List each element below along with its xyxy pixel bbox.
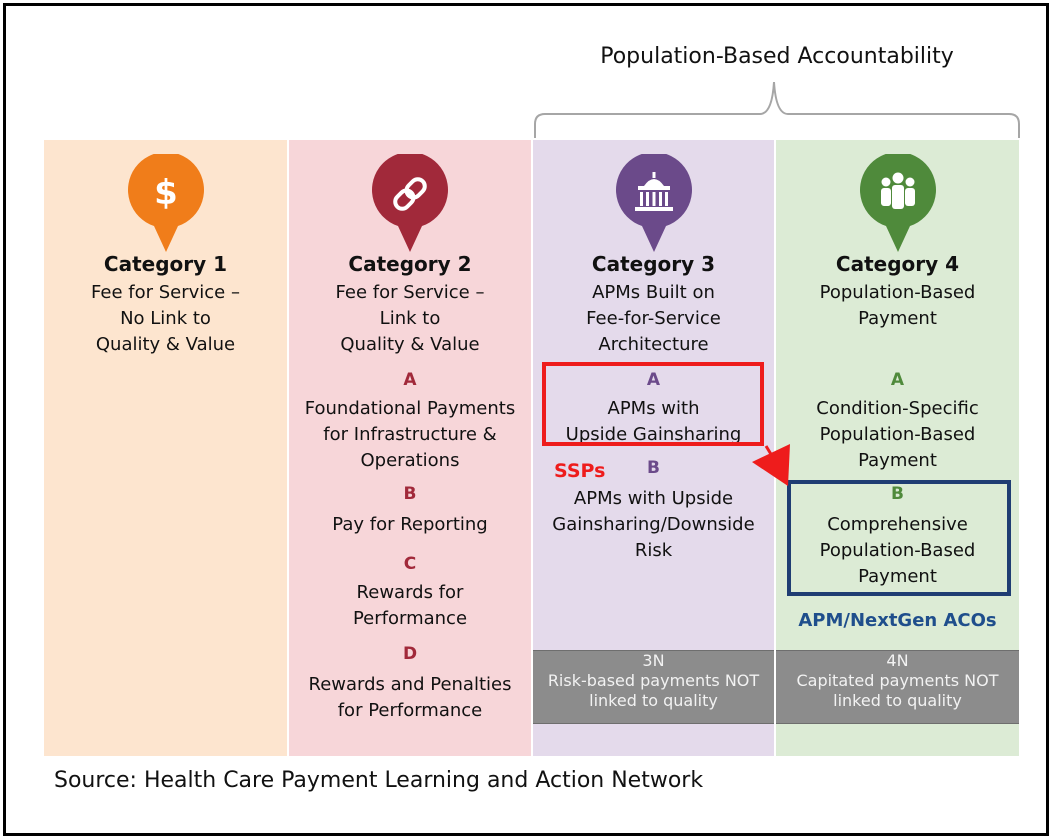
category-3-desc-line1: APMs Built on <box>592 282 715 303</box>
category-2-title: Category 2 <box>348 252 472 276</box>
category-1-title: Category 1 <box>103 252 228 276</box>
category-3-n-box: 3N Risk-based payments NOT linked to qua… <box>533 650 774 724</box>
dollar-icon: $ <box>127 154 204 252</box>
category-1-column: $ Category 1 Fee for Service – No Link t… <box>44 140 287 756</box>
category-2-desc-line1: Fee for Service – <box>335 282 485 303</box>
category-3-item-a-line1: APMs with <box>607 398 700 419</box>
category-2-desc-line3: Quality & Value <box>340 334 480 355</box>
category-2-desc-line2: Link to <box>379 308 441 329</box>
category-4-desc-line2: Payment <box>858 308 937 329</box>
category-3-item-b-line2: Gainsharing/Downside <box>552 514 755 535</box>
category-4-item-b-line2: Population-Based <box>819 540 976 561</box>
category-4-desc-line1: Population-Based <box>819 282 976 303</box>
category-3-desc-line3: Architecture <box>598 334 709 355</box>
category-3-item-b-line1: APMs with Upside <box>573 488 734 509</box>
category-4-column: Category 4 Population-Based Payment A Co… <box>776 140 1019 756</box>
category-1-desc-line3: Quality & Value <box>95 334 236 355</box>
category-3-column: Category 3 APMs Built on Fee-for-Service… <box>533 140 774 756</box>
category-2-item-a-line1: Foundational Payments <box>304 398 516 419</box>
curly-brace <box>534 81 1020 138</box>
group-people-icon <box>859 154 936 252</box>
category-3-item-b-line3: Risk <box>634 540 673 561</box>
category-3-item-b-letter: B <box>647 458 660 478</box>
category-4-item-a-line2: Population-Based <box>819 424 976 445</box>
category-3-desc-line2: Fee-for-Service <box>586 308 721 329</box>
category-3-n-box-line2: linked to quality <box>589 691 718 710</box>
aco-label: APM/NextGen ACOs <box>798 610 997 631</box>
category-2-column: Category 2 Fee for Service – Link to Qua… <box>289 140 531 756</box>
category-4-n-box-line1: Capitated payments NOT <box>796 671 999 690</box>
category-3a-highlight-box <box>542 362 764 446</box>
category-3-title: Category 3 <box>591 252 716 276</box>
category-3-item-a-line2: Upside Gainsharing <box>565 424 742 445</box>
category-2-item-c-line1: Rewards for <box>356 582 464 603</box>
svg-text:$: $ <box>154 173 178 213</box>
category-2-item-d-line1: Rewards and Penalties <box>308 674 512 695</box>
category-4-n-box-line2: linked to quality <box>833 691 962 710</box>
category-3-item-a-letter: A <box>646 370 661 390</box>
capitol-building-icon <box>615 154 692 252</box>
category-4-item-a-line1: Condition-Specific <box>816 398 979 419</box>
category-2-item-b-letter: B <box>403 484 417 504</box>
category-2-item-c-letter: C <box>403 554 417 574</box>
category-4-n-box-code: 4N <box>886 651 909 670</box>
category-4-title: Category 4 <box>835 252 960 276</box>
category-2-item-d-letter: D <box>402 644 418 664</box>
link-icon <box>372 154 448 252</box>
category-4-n-box: 4N Capitated payments NOT linked to qual… <box>776 650 1019 724</box>
category-2-item-a-letter: A <box>403 370 417 390</box>
category-2-item-d-line2: for Performance <box>337 700 483 721</box>
ssps-label: SSPs <box>554 460 606 482</box>
category-2-item-a-line3: Operations <box>360 450 460 471</box>
category-1-desc-line1: Fee for Service – <box>91 282 240 303</box>
category-4-item-b-letter: B <box>891 484 904 504</box>
category-2-item-c-line2: Performance <box>352 608 468 629</box>
category-4-item-a-line3: Payment <box>858 450 937 471</box>
population-accountability-label: Population-Based Accountability <box>600 44 954 69</box>
category-4-item-b-line1: Comprehensive <box>827 514 968 535</box>
slide-frame <box>3 3 1049 836</box>
category-3-n-box-code: 3N <box>642 651 665 670</box>
category-2-item-b-line1: Pay for Reporting <box>332 514 488 535</box>
source-citation: Source: Health Care Payment Learning and… <box>54 768 704 793</box>
category-4-item-a-letter: A <box>890 370 905 390</box>
category-3-n-box-line1: Risk-based payments NOT <box>547 671 760 690</box>
category-2-item-a-line2: for Infrastructure & <box>323 424 497 445</box>
category-1-desc-line2: No Link to <box>120 308 211 329</box>
category-4b-highlight-box <box>787 480 1011 596</box>
category-4-item-b-line3: Payment <box>858 566 937 587</box>
